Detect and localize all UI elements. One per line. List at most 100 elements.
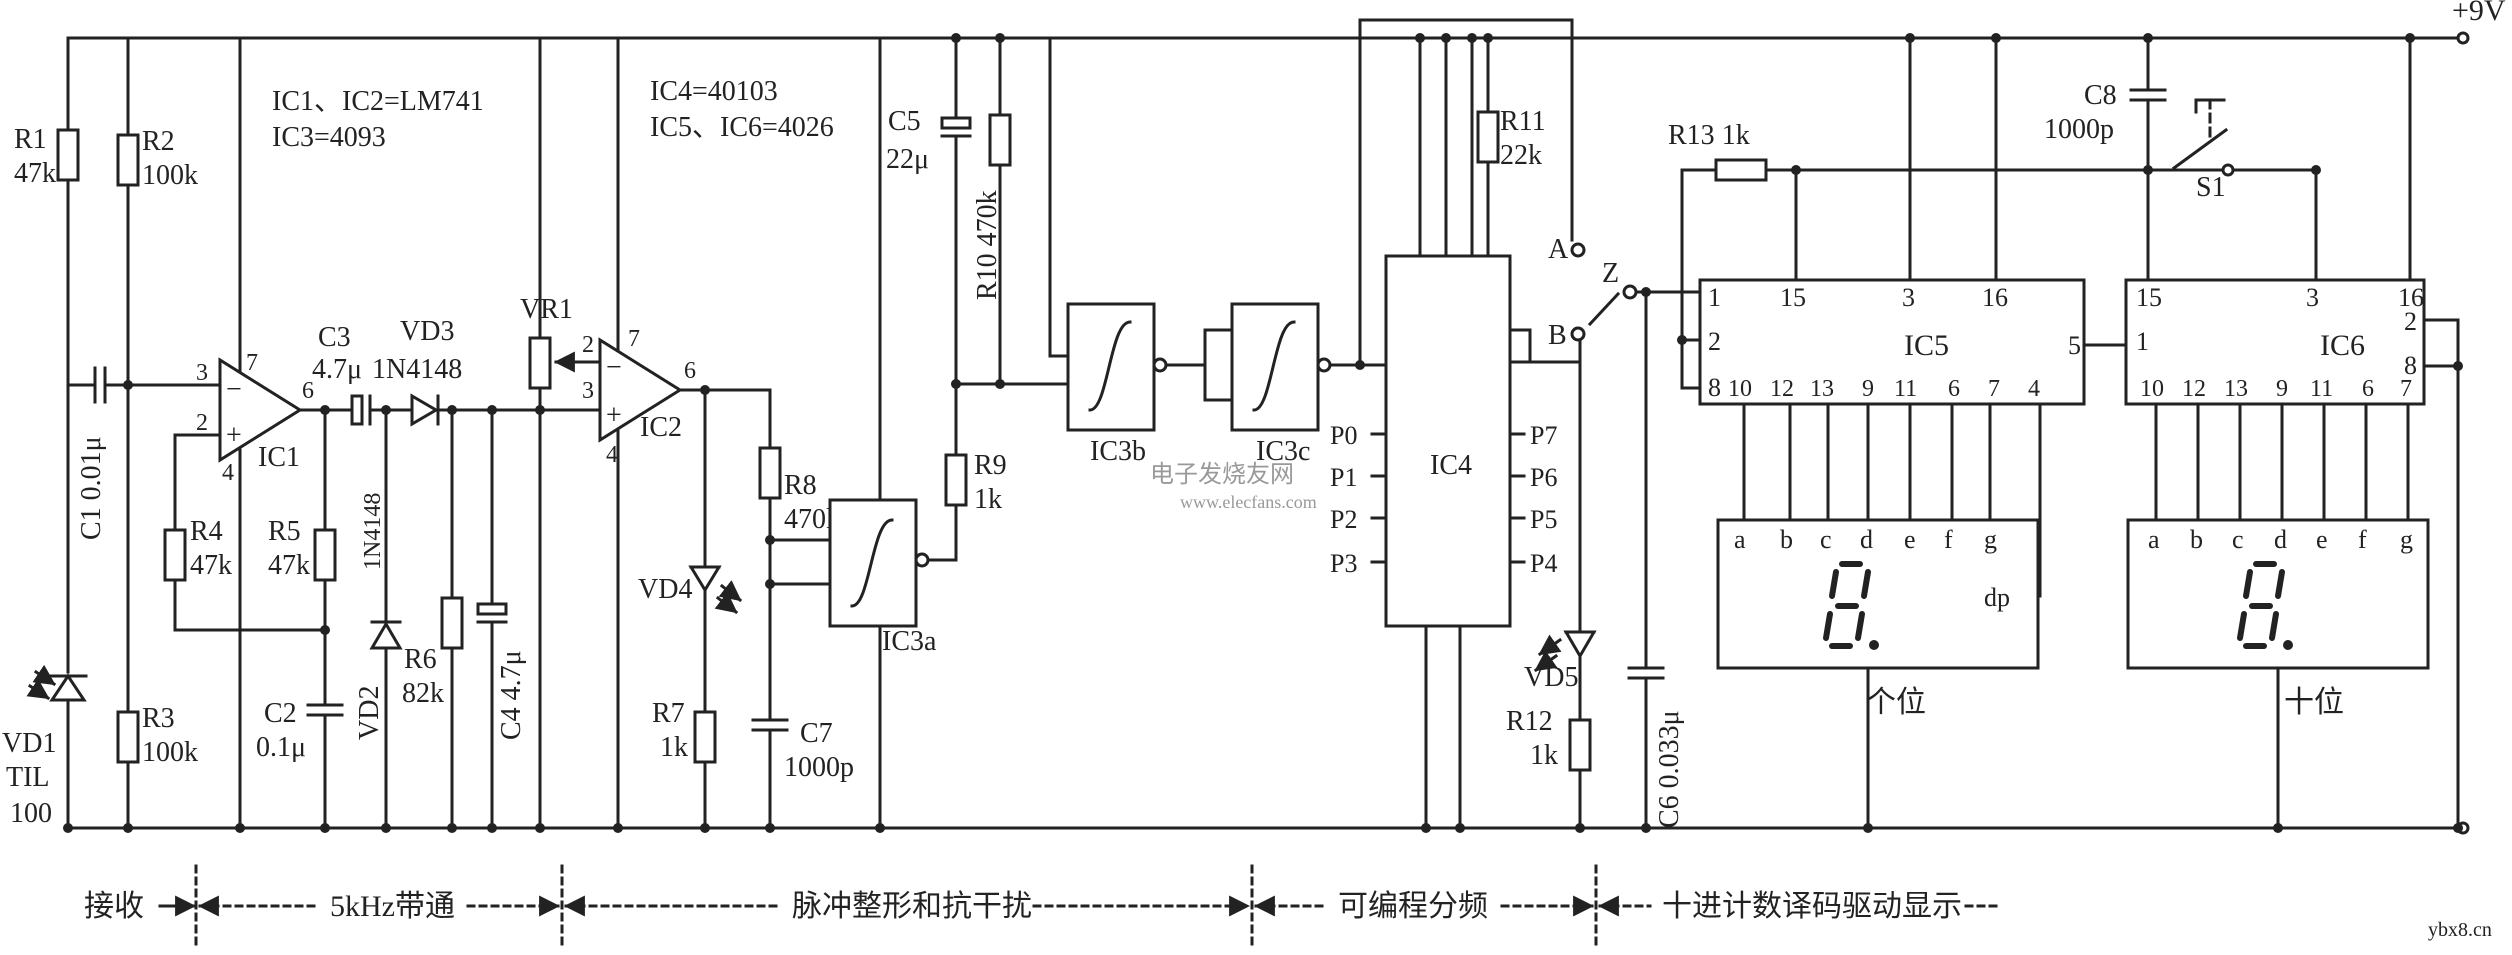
schmitt-symbol-ic3a bbox=[850, 518, 894, 608]
capacitor-c3 bbox=[350, 394, 364, 426]
svg-text:47k: 47k bbox=[14, 158, 56, 189]
svg-text:15: 15 bbox=[2136, 283, 2162, 312]
resistor-r13 bbox=[1714, 158, 1768, 182]
svg-text:8: 8 bbox=[2404, 351, 2417, 380]
svg-text:9: 9 bbox=[1862, 376, 1874, 402]
svg-text:16: 16 bbox=[1982, 283, 2008, 312]
svg-text:C3: C3 bbox=[318, 322, 351, 353]
svg-text:10: 10 bbox=[1728, 376, 1752, 402]
svg-text:5: 5 bbox=[2068, 331, 2081, 360]
resistor-r1 bbox=[56, 128, 80, 182]
ic-note-2: IC3=4093 bbox=[272, 122, 386, 153]
c1-label: C1 0.01μ bbox=[76, 436, 107, 540]
svg-text:TIL: TIL bbox=[6, 762, 50, 793]
resistor-r2 bbox=[116, 133, 140, 187]
stage-shaping: 脉冲整形和抗干扰 bbox=[792, 890, 1032, 923]
svg-text:a: a bbox=[1734, 525, 1746, 554]
ic-note-1: IC1、IC2=LM741 bbox=[272, 86, 484, 117]
ic6-bottom-pins: 10 12 13 9 11 6 7 bbox=[2140, 376, 2412, 522]
svg-text:7: 7 bbox=[628, 326, 640, 352]
stage-bar: 接收 5kHz带通 脉冲整形和抗干扰 可编程分频 十进计数译码驱动显示 bbox=[84, 864, 2002, 948]
svg-text:c: c bbox=[1820, 525, 1832, 554]
schmitt-symbol-ic3c bbox=[1252, 320, 1296, 412]
ic3a-label: IC3a bbox=[882, 626, 937, 657]
svg-text:g: g bbox=[1984, 525, 1997, 554]
svg-text:e: e bbox=[1904, 525, 1916, 554]
switch-point-z: Z bbox=[1602, 258, 1619, 289]
stage-bandpass: 5kHz带通 bbox=[330, 890, 455, 923]
resistor-r3 bbox=[116, 710, 140, 764]
svg-text:22k: 22k bbox=[1500, 140, 1542, 171]
svg-text:−: − bbox=[226, 374, 242, 405]
svg-text:1k: 1k bbox=[974, 484, 1002, 515]
svg-text:3: 3 bbox=[582, 378, 594, 404]
svg-text:9: 9 bbox=[2276, 376, 2288, 402]
resistor-r10 bbox=[988, 113, 1012, 167]
svg-text:R3: R3 bbox=[142, 703, 175, 734]
svg-text:6: 6 bbox=[2362, 376, 2374, 402]
tens-digit-glyph bbox=[2237, 561, 2293, 650]
svg-text:VD5: VD5 bbox=[1524, 662, 1578, 693]
stage-display: 十进计数译码驱动显示 bbox=[1662, 890, 1962, 923]
watermark-url: www.elecfans.com bbox=[1180, 492, 1317, 512]
counter-units-stage: R13 1k IC5 1 15 3 16 2 8 5 10 12 13 9 11… bbox=[1668, 33, 2318, 719]
svg-text:d: d bbox=[2274, 525, 2287, 554]
led-vd5 bbox=[1563, 630, 1597, 659]
svg-text:f: f bbox=[1944, 525, 1953, 554]
resistor-r8 bbox=[758, 446, 782, 500]
svg-text:R1: R1 bbox=[14, 124, 47, 155]
svg-text:P1: P1 bbox=[1330, 463, 1357, 492]
ic4-right-pins: P7 P6 P5 P4 bbox=[1508, 421, 1557, 578]
receiver-stage: R1 47k VD1 TIL 100 C1 0.01μ R2 100k R3 1… bbox=[2, 36, 222, 833]
svg-text:R8: R8 bbox=[784, 470, 817, 501]
ic6-chip bbox=[2124, 278, 2426, 406]
switch-s1 bbox=[2171, 127, 2229, 171]
svg-text:0.1μ: 0.1μ bbox=[256, 732, 306, 763]
svg-text:S1: S1 bbox=[2196, 172, 2226, 203]
ic1-label: IC1 bbox=[258, 442, 300, 473]
svg-text:P7: P7 bbox=[1530, 421, 1557, 450]
photodiode-vd1 bbox=[49, 673, 87, 702]
svg-text:10: 10 bbox=[2140, 376, 2164, 402]
svg-text:6: 6 bbox=[1948, 376, 1960, 402]
led-vd4 bbox=[688, 565, 722, 593]
svg-text:11: 11 bbox=[2310, 376, 2333, 402]
svg-text:P2: P2 bbox=[1330, 505, 1357, 534]
svg-text:g: g bbox=[2400, 525, 2413, 554]
ic5-label: IC5 bbox=[1904, 329, 1949, 362]
svg-text:7: 7 bbox=[1988, 376, 2000, 402]
svg-text:f: f bbox=[2358, 525, 2367, 554]
svg-text:−: − bbox=[606, 352, 622, 383]
svg-text:1000p: 1000p bbox=[784, 752, 854, 783]
svg-text:12: 12 bbox=[2182, 376, 2206, 402]
schmitt-ic3b bbox=[1066, 302, 1156, 432]
svg-text:VD3: VD3 bbox=[400, 316, 454, 347]
svg-text:2: 2 bbox=[2404, 307, 2417, 336]
schmitt-ic3c bbox=[1230, 302, 1320, 432]
ic3c-label: IC3c bbox=[1256, 436, 1310, 467]
svg-text:11: 11 bbox=[1894, 376, 1917, 402]
svg-text:+: + bbox=[226, 420, 242, 451]
ic-notes: IC1、IC2=LM741 IC3=4093 IC4=40103 IC5、IC6… bbox=[272, 76, 834, 153]
svg-text:7: 7 bbox=[246, 350, 258, 376]
units-segment-labels: a b c d e f g dp bbox=[1734, 525, 2010, 612]
svg-text:6: 6 bbox=[302, 378, 314, 404]
svg-text:VD1: VD1 bbox=[2, 728, 56, 759]
schmitt-ic3a bbox=[828, 498, 918, 628]
svg-text:7: 7 bbox=[2400, 376, 2412, 402]
svg-text:82k: 82k bbox=[402, 678, 444, 709]
svg-text:C5: C5 bbox=[888, 106, 921, 137]
ic2-label: IC2 bbox=[640, 412, 682, 443]
svg-text:b: b bbox=[2190, 525, 2203, 554]
svg-text:C2: C2 bbox=[264, 698, 297, 729]
svg-text:100k: 100k bbox=[142, 737, 198, 768]
svg-text:4: 4 bbox=[2028, 376, 2040, 402]
svg-text:d: d bbox=[1860, 525, 1873, 554]
svg-text:R10 470k: R10 470k bbox=[972, 190, 1003, 300]
svg-text:VD4: VD4 bbox=[638, 574, 692, 605]
switch-point-a: A bbox=[1548, 234, 1569, 265]
svg-text:1k: 1k bbox=[660, 732, 688, 763]
ic-note-4: IC5、IC6=4026 bbox=[650, 112, 834, 143]
pulse-shaping-stage: R8 470k C7 1000p IC3a R9 1k C5 22μ bbox=[751, 18, 1574, 833]
